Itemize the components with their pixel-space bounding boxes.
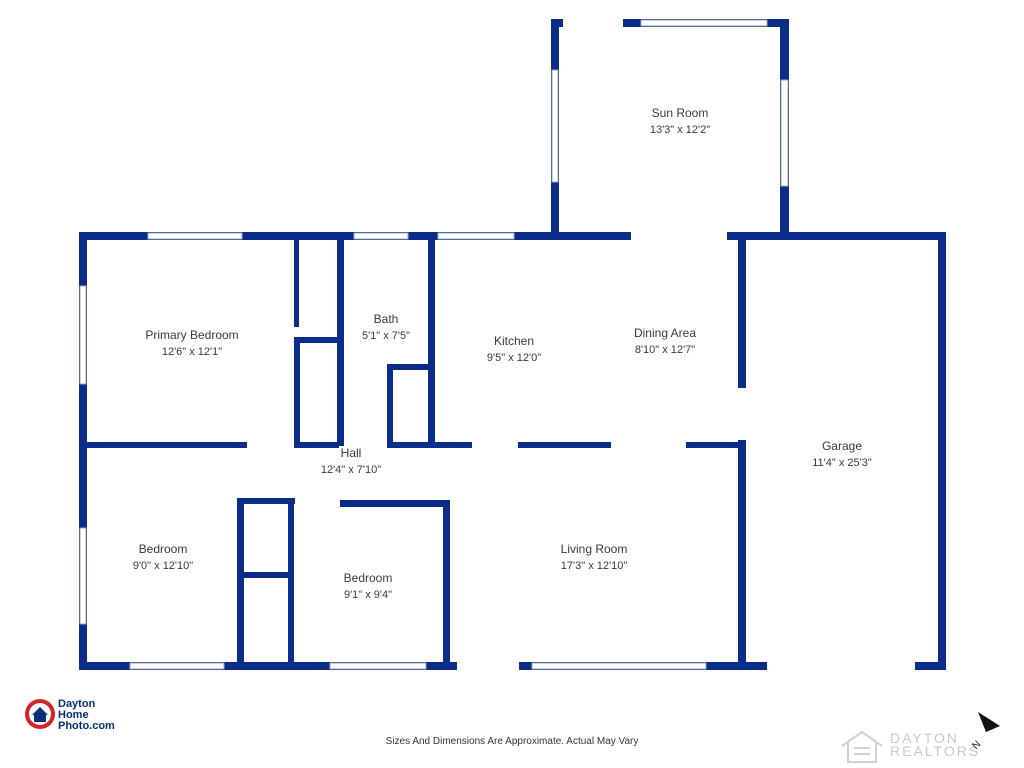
wall [443,500,450,670]
house-logo-icon [25,699,55,729]
window [551,69,559,183]
room-name: Living Room [560,542,628,556]
wall [79,442,247,448]
window [147,232,243,240]
room-label-bath: Bath 5'1" x 7'5" [362,311,410,345]
wall [428,232,435,447]
room-dims: 9'5" x 12'0" [486,352,542,364]
watermark-logo-icon [841,730,883,763]
wall [294,337,341,343]
room-dims: 12'4" x 7'10" [320,464,382,476]
compass-label: N [970,739,983,750]
wall [79,232,87,670]
compass: N [966,706,1002,755]
wall [387,364,434,370]
room-label-bedroom: Bedroom 9'0" x 12'10" [133,541,193,575]
room-dims: 9'0" x 12'10" [132,560,194,572]
room-label-sun-room: Sun Room 13'3" x 12'2" [650,105,710,139]
room-dims: 8'10" x 12'7" [634,344,696,356]
wall [915,662,946,670]
wall [387,442,472,448]
brand-line: Dayton [58,698,96,710]
room-dims: 13'3" x 12'2" [649,124,711,136]
wall [288,500,294,670]
room-label-bedroom: Bedroom 9'1" x 9'4" [344,570,393,604]
room-name: Primary Bedroom [145,328,239,342]
wall [938,232,946,670]
north-arrow-icon: N [970,712,1000,752]
wall [551,19,563,27]
wall [738,440,746,670]
wall [615,232,631,240]
wall [727,232,946,240]
wall [294,232,299,327]
wall [237,498,244,662]
wall [340,500,450,507]
window [640,19,768,27]
wall [79,662,457,670]
wall [686,442,744,448]
wall [237,572,293,578]
room-dims: 11'4" x 25'3" [812,457,872,469]
room-label-primary-bedroom: Primary Bedroom 12'6" x 12'1" [145,327,238,361]
brand-name: Dayton Home Photo.com [58,699,115,732]
watermark-line: DAYTON [890,730,960,746]
room-label-living-room: Living Room 17'3" x 12'10" [561,541,628,575]
watermark-text: DAYTON REALTORS [890,730,981,759]
window [79,285,87,385]
window [531,662,707,670]
room-name: Dining Area [633,326,697,340]
wall [551,232,623,240]
room-label-garage: Garage 11'4" x 25'3" [812,438,872,472]
room-dims: 9'1" x 9'4" [343,589,393,601]
room-label-dining-area: Dining Area 8'10" x 12'7" [634,325,696,359]
wall [337,366,344,446]
wall [738,232,746,388]
window [437,232,515,240]
wall [387,364,393,447]
room-name: Hall [340,446,362,460]
wall [79,232,551,240]
window [329,662,427,670]
room-name: Sun Room [651,106,709,120]
brand-line: Home [58,709,89,721]
room-label-kitchen: Kitchen 9'5" x 12'0" [487,333,541,367]
wall [518,442,611,448]
brand-logo: Dayton Home Photo.com [24,698,115,734]
window [79,527,87,625]
wall [294,442,339,448]
watermark: DAYTON REALTORS [838,728,978,764]
wall [237,498,295,504]
room-label-hall: Hall 12'4" x 7'10" [321,445,381,479]
room-dims: 17'3" x 12'10" [560,560,628,572]
brand-line: Photo.com [58,720,115,732]
window [353,232,409,240]
room-name: Bath [373,312,399,326]
room-name: Kitchen [493,334,535,348]
room-dims: 12'6" x 12'1" [161,346,223,358]
room-dims: 5'1" x 7'5" [361,330,411,342]
room-name: Bedroom [138,542,188,556]
room-name: Bedroom [343,571,393,585]
watermark-line: REALTORS [890,743,981,759]
window [129,662,225,670]
room-name: Garage [821,439,863,453]
disclaimer: Sizes And Dimensions Are Approximate. Ac… [385,736,639,747]
windows [79,19,789,670]
wall [337,232,344,372]
wall [294,337,300,447]
window [780,79,789,187]
